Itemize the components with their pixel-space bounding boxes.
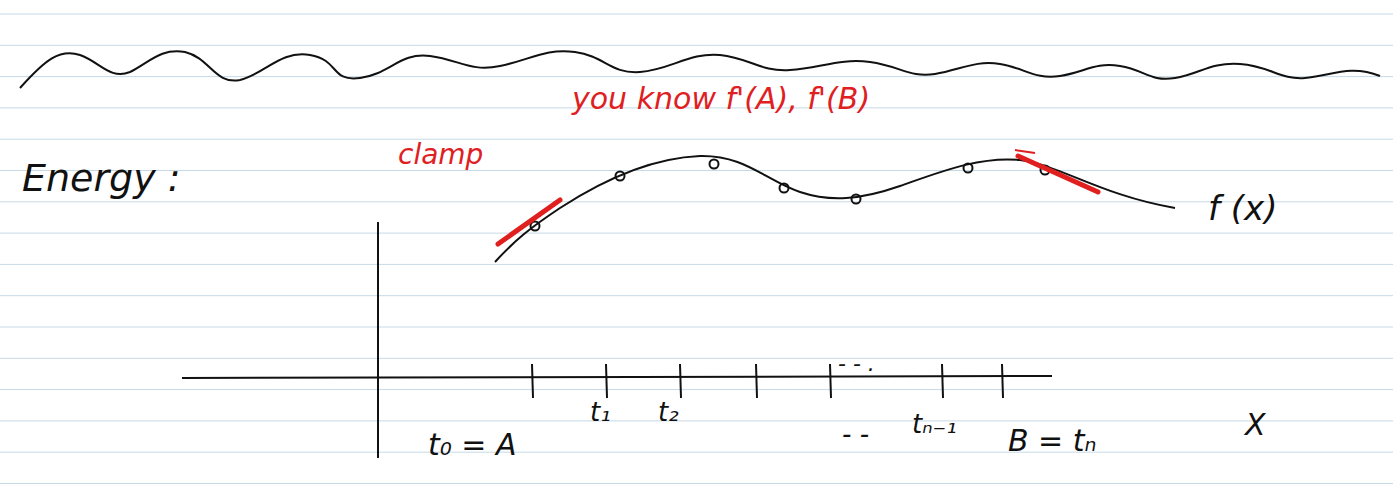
handwritten-label: Energy : xyxy=(22,158,181,200)
axis-tick xyxy=(942,364,943,398)
handwritten-label: t₁ xyxy=(590,398,611,427)
ruled-line xyxy=(0,420,1393,421)
knot-dot xyxy=(616,172,625,181)
ruled-line xyxy=(0,327,1393,328)
ruled-line xyxy=(0,45,1393,46)
ruled-line xyxy=(0,295,1393,296)
handwritten-label: - - . xyxy=(838,352,875,376)
ruled-line xyxy=(0,389,1393,390)
handwritten-label: t₀ = A xyxy=(428,428,517,461)
ruled-line xyxy=(0,233,1393,234)
knot-dot xyxy=(780,184,789,193)
axis-tick xyxy=(756,364,757,398)
y-axis xyxy=(377,222,379,458)
ruled-line xyxy=(0,264,1393,265)
ruled-line xyxy=(0,139,1393,140)
axis-tick xyxy=(830,364,831,398)
handwritten-label: t₂ xyxy=(658,398,679,427)
knot-dot xyxy=(710,160,719,169)
axis-tick xyxy=(532,364,533,398)
axis-ticks xyxy=(532,364,1003,398)
axis-tick xyxy=(680,364,681,398)
axis-tick xyxy=(1002,364,1003,398)
handwritten-label: X xyxy=(1245,408,1266,441)
clamp-tangent xyxy=(1015,150,1035,153)
handwritten-label: B = tₙ xyxy=(1008,424,1097,457)
function-curve xyxy=(495,156,1175,262)
red-annotation: clamp xyxy=(398,140,483,171)
knot-dot xyxy=(964,164,973,173)
ruled-line xyxy=(0,201,1393,202)
ruled-line xyxy=(0,452,1393,453)
ruled-line xyxy=(0,483,1393,484)
ruled-line xyxy=(0,14,1393,15)
ruled-line xyxy=(0,170,1393,171)
ruled-lines xyxy=(0,14,1393,484)
red-annotation: you know f'(A), f'(B) xyxy=(572,82,870,115)
axis-tick xyxy=(606,364,607,398)
ruled-line xyxy=(0,358,1393,359)
x-axis xyxy=(182,376,1052,378)
clamp-tangent xyxy=(1018,156,1098,192)
clamp-tangent xyxy=(498,200,560,244)
handwritten-label: - - xyxy=(842,420,869,449)
handwritten-label: f (x) xyxy=(1208,190,1277,227)
handwritten-label: tₙ₋₁ xyxy=(912,410,957,439)
knot-dots xyxy=(531,160,1050,231)
knot-dot xyxy=(852,195,861,204)
